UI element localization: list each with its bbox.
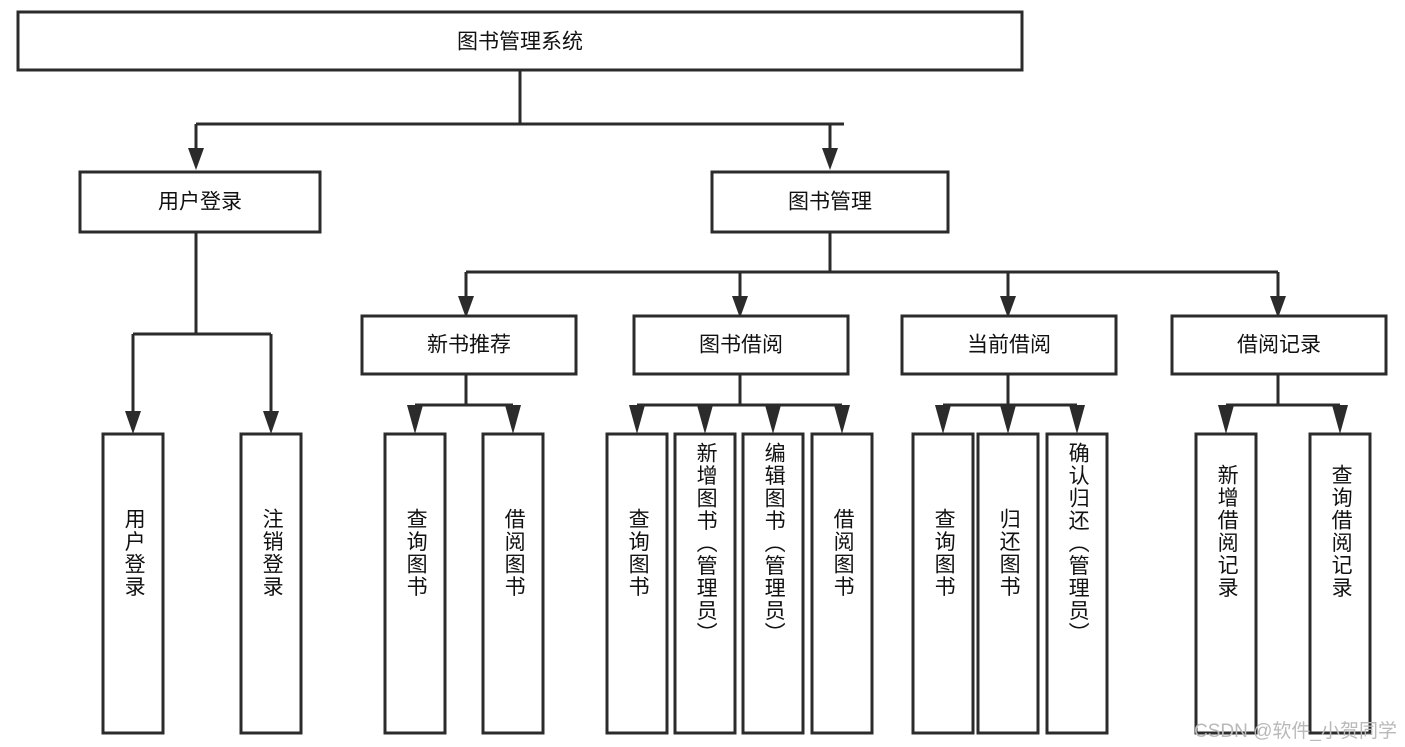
arrowhead-user-login — [188, 148, 204, 170]
borrow-record-box[interactable] — [1170, 314, 1388, 376]
new-book-recommend-box[interactable] — [360, 314, 578, 376]
arrowhead-leaf-11 — [1069, 405, 1085, 434]
node-user-login[interactable]: 用户登录 — [78, 170, 322, 234]
leaf-box-7[interactable] — [741, 432, 805, 735]
arrowhead-newbook — [458, 296, 474, 318]
node-root[interactable]: 图书管理系统 — [16, 10, 1024, 72]
arrowhead-leaf-8 — [834, 405, 850, 434]
node-borrow-record[interactable]: 借阅记录 — [1170, 314, 1388, 376]
root-label: 图书管理系统 — [457, 31, 583, 54]
leaf-box-13[interactable] — [1308, 432, 1372, 735]
node-new-book-recommend[interactable]: 新书推荐 — [360, 314, 578, 376]
leaf-box-3[interactable] — [383, 432, 447, 735]
leaf-box-1[interactable] — [101, 432, 165, 735]
arrowhead-leaf-12 — [1218, 405, 1234, 434]
arrowhead-leaf-3 — [407, 405, 423, 434]
leaf-box-4[interactable] — [481, 432, 545, 735]
new-book-recommend-label: 新书推荐 — [427, 334, 511, 357]
edges-root-to-level2 — [188, 70, 844, 170]
arrowhead-leaf-10 — [1000, 405, 1016, 434]
node-book-management[interactable]: 图书管理 — [710, 170, 950, 234]
current-borrow-box[interactable] — [900, 314, 1118, 376]
edges-current-to-leaves — [935, 374, 1085, 434]
leaf-box-6[interactable] — [673, 432, 737, 735]
leaf-box-10[interactable] — [976, 432, 1040, 735]
user-login-box[interactable] — [78, 170, 322, 234]
arrowhead-leaf-4 — [505, 405, 521, 434]
node-current-borrow[interactable]: 当前借阅 — [900, 314, 1118, 376]
book-management-box[interactable] — [710, 170, 950, 234]
leaf-box-8[interactable] — [810, 432, 874, 735]
node-book-borrow[interactable]: 图书借阅 — [632, 314, 850, 376]
arrowhead-leaf-5 — [629, 405, 645, 434]
arrowhead-borrow — [732, 296, 748, 318]
edges-newbook-to-leaves — [407, 374, 521, 434]
leaf-box-2[interactable] — [239, 432, 303, 735]
csdn-watermark: CSDN @软件_小贺同学 — [1194, 721, 1397, 742]
borrow-record-label: 借阅记录 — [1237, 334, 1321, 357]
leaf-box-9[interactable] — [911, 432, 975, 735]
book-borrow-box[interactable] — [632, 314, 850, 376]
leaf-boxes — [101, 432, 1372, 735]
arrowhead-current — [1000, 296, 1016, 318]
user-login-label: 用户登录 — [158, 191, 242, 214]
arrowhead-leaf-13 — [1332, 405, 1348, 434]
root-box[interactable] — [16, 10, 1024, 72]
edges-record-to-leaves — [1218, 374, 1348, 434]
arrowhead-book-mgmt — [822, 148, 838, 170]
leaf-box-5[interactable] — [605, 432, 669, 735]
leaf-box-11[interactable] — [1045, 432, 1109, 735]
arrowhead-leaf-7 — [765, 405, 781, 434]
edges-bookmgmt-to-level3 — [458, 232, 1286, 318]
arrowhead-leaf-6 — [697, 405, 713, 434]
book-borrow-label: 图书借阅 — [699, 334, 783, 357]
book-management-label: 图书管理 — [788, 191, 872, 214]
leaf-box-12[interactable] — [1194, 432, 1258, 735]
edges-userlogin-to-leaves — [125, 232, 279, 434]
arrowhead-leaf-9 — [935, 405, 951, 434]
arrowhead-record — [1270, 296, 1286, 318]
current-borrow-label: 当前借阅 — [967, 334, 1051, 357]
edges-borrow-to-leaves — [629, 374, 850, 434]
arrowhead-leaf-2 — [263, 411, 279, 434]
arrowhead-leaf-1 — [125, 411, 141, 434]
